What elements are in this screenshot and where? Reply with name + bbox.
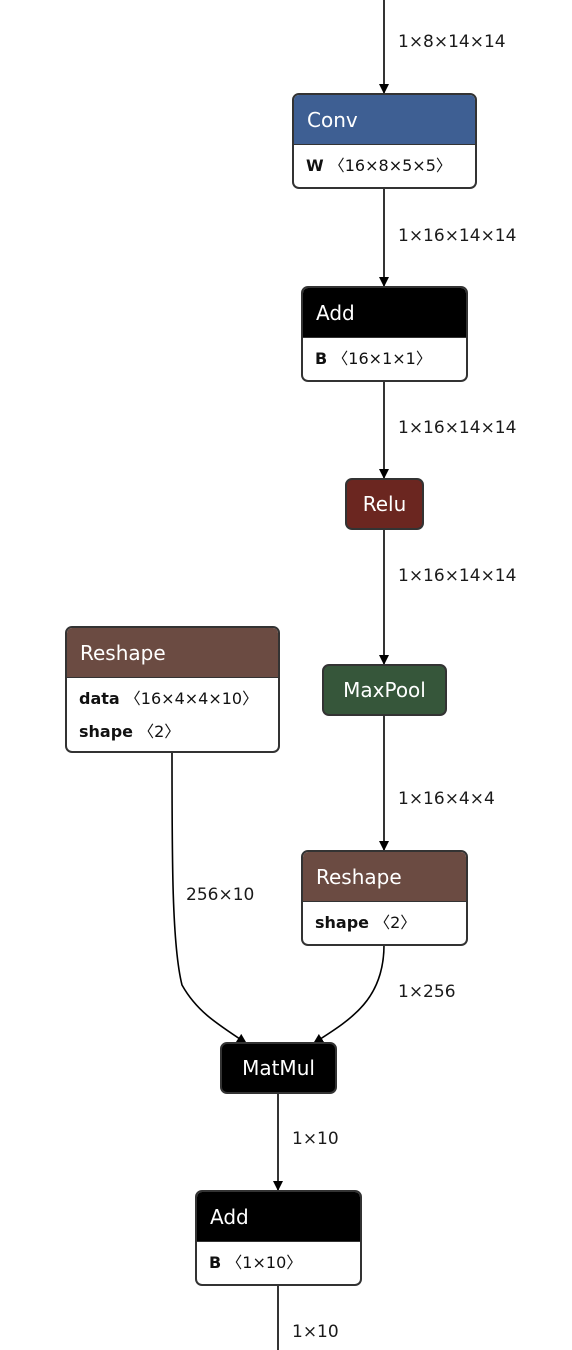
reshape-right-attr-shape-name: shape	[315, 913, 370, 932]
edge-reshape-left-matmul	[171, 751, 247, 1044]
edge-label-conv-add: 1×16×14×14	[398, 226, 517, 246]
add-node-1[interactable]: Add B 〈16×1×1〉	[301, 286, 468, 382]
conv-node[interactable]: Conv W 〈16×8×5×5〉	[292, 93, 477, 189]
add-1-attr-b: B 〈16×1×1〉	[315, 342, 466, 375]
maxpool-node[interactable]: MaxPool	[322, 664, 447, 716]
reshape-right-node-title: Reshape	[316, 864, 402, 889]
maxpool-node-title: MaxPool	[343, 678, 426, 702]
reshape-left-attr-shape-name: shape	[79, 722, 134, 741]
add-node-2-title: Add	[210, 1204, 249, 1229]
conv-node-attributes: W 〈16×8×5×5〉	[294, 145, 475, 182]
add-2-attr-b: B 〈1×10〉	[209, 1246, 360, 1279]
reshape-right-node-attributes: shape 〈2〉	[303, 902, 466, 939]
add-node-2-attributes: B 〈1×10〉	[197, 1242, 360, 1279]
matmul-node[interactable]: MatMul	[220, 1042, 337, 1094]
relu-node[interactable]: Relu	[345, 478, 424, 530]
edge-label-relu-maxpool: 1×16×14×14	[398, 566, 517, 586]
edge-label-input-conv: 1×8×14×14	[398, 32, 506, 52]
conv-node-header: Conv	[294, 95, 475, 145]
reshape-right-attr-shape-shape: 〈2〉	[374, 913, 417, 932]
add-node-1-header: Add	[303, 288, 466, 338]
reshape-left-attr-shape: shape 〈2〉	[79, 715, 278, 748]
add-2-attr-b-shape: 〈1×10〉	[226, 1253, 303, 1272]
conv-attr-w-name: W	[306, 156, 324, 175]
reshape-right-node-header: Reshape	[303, 852, 466, 902]
reshape-left-attr-data-shape: 〈16×4×4×10〉	[124, 689, 259, 708]
reshape-left-node-title: Reshape	[80, 640, 166, 665]
relu-node-title: Relu	[362, 492, 407, 516]
add-1-attr-b-name: B	[315, 349, 328, 368]
reshape-left-attr-shape-shape: 〈2〉	[138, 722, 181, 741]
conv-attr-w: W 〈16×8×5×5〉	[306, 149, 475, 182]
edge-label-reshape-right-matmul: 1×256	[398, 982, 456, 1002]
edge-label-reshape-left-matmul: 256×10	[186, 885, 255, 905]
add-2-attr-b-name: B	[209, 1253, 222, 1272]
conv-node-title: Conv	[307, 107, 358, 132]
add-node-2-header: Add	[197, 1192, 360, 1242]
add-node-1-title: Add	[316, 300, 355, 325]
reshape-left-attr-data-name: data	[79, 689, 120, 708]
edge-label-add-relu: 1×16×14×14	[398, 418, 517, 438]
reshape-left-node-header: Reshape	[67, 628, 278, 678]
add-1-attr-b-shape: 〈16×1×1〉	[332, 349, 432, 368]
edge-label-add-output: 1×10	[292, 1322, 339, 1342]
edge-label-matmul-add: 1×10	[292, 1129, 339, 1149]
reshape-right-attr-shape: shape 〈2〉	[315, 906, 466, 939]
reshape-left-attr-data: data 〈16×4×4×10〉	[79, 682, 278, 715]
reshape-left-node[interactable]: Reshape data 〈16×4×4×10〉 shape 〈2〉	[65, 626, 280, 753]
reshape-right-node[interactable]: Reshape shape 〈2〉	[301, 850, 468, 946]
reshape-left-node-attributes: data 〈16×4×4×10〉 shape 〈2〉	[67, 678, 278, 748]
edge-reshape-right-matmul	[313, 944, 385, 1044]
conv-attr-w-shape: 〈16×8×5×5〉	[328, 156, 452, 175]
edge-label-maxpool-reshape: 1×16×4×4	[398, 789, 495, 809]
add-node-2[interactable]: Add B 〈1×10〉	[195, 1190, 362, 1286]
matmul-node-title: MatMul	[242, 1056, 315, 1080]
add-node-1-attributes: B 〈16×1×1〉	[303, 338, 466, 375]
